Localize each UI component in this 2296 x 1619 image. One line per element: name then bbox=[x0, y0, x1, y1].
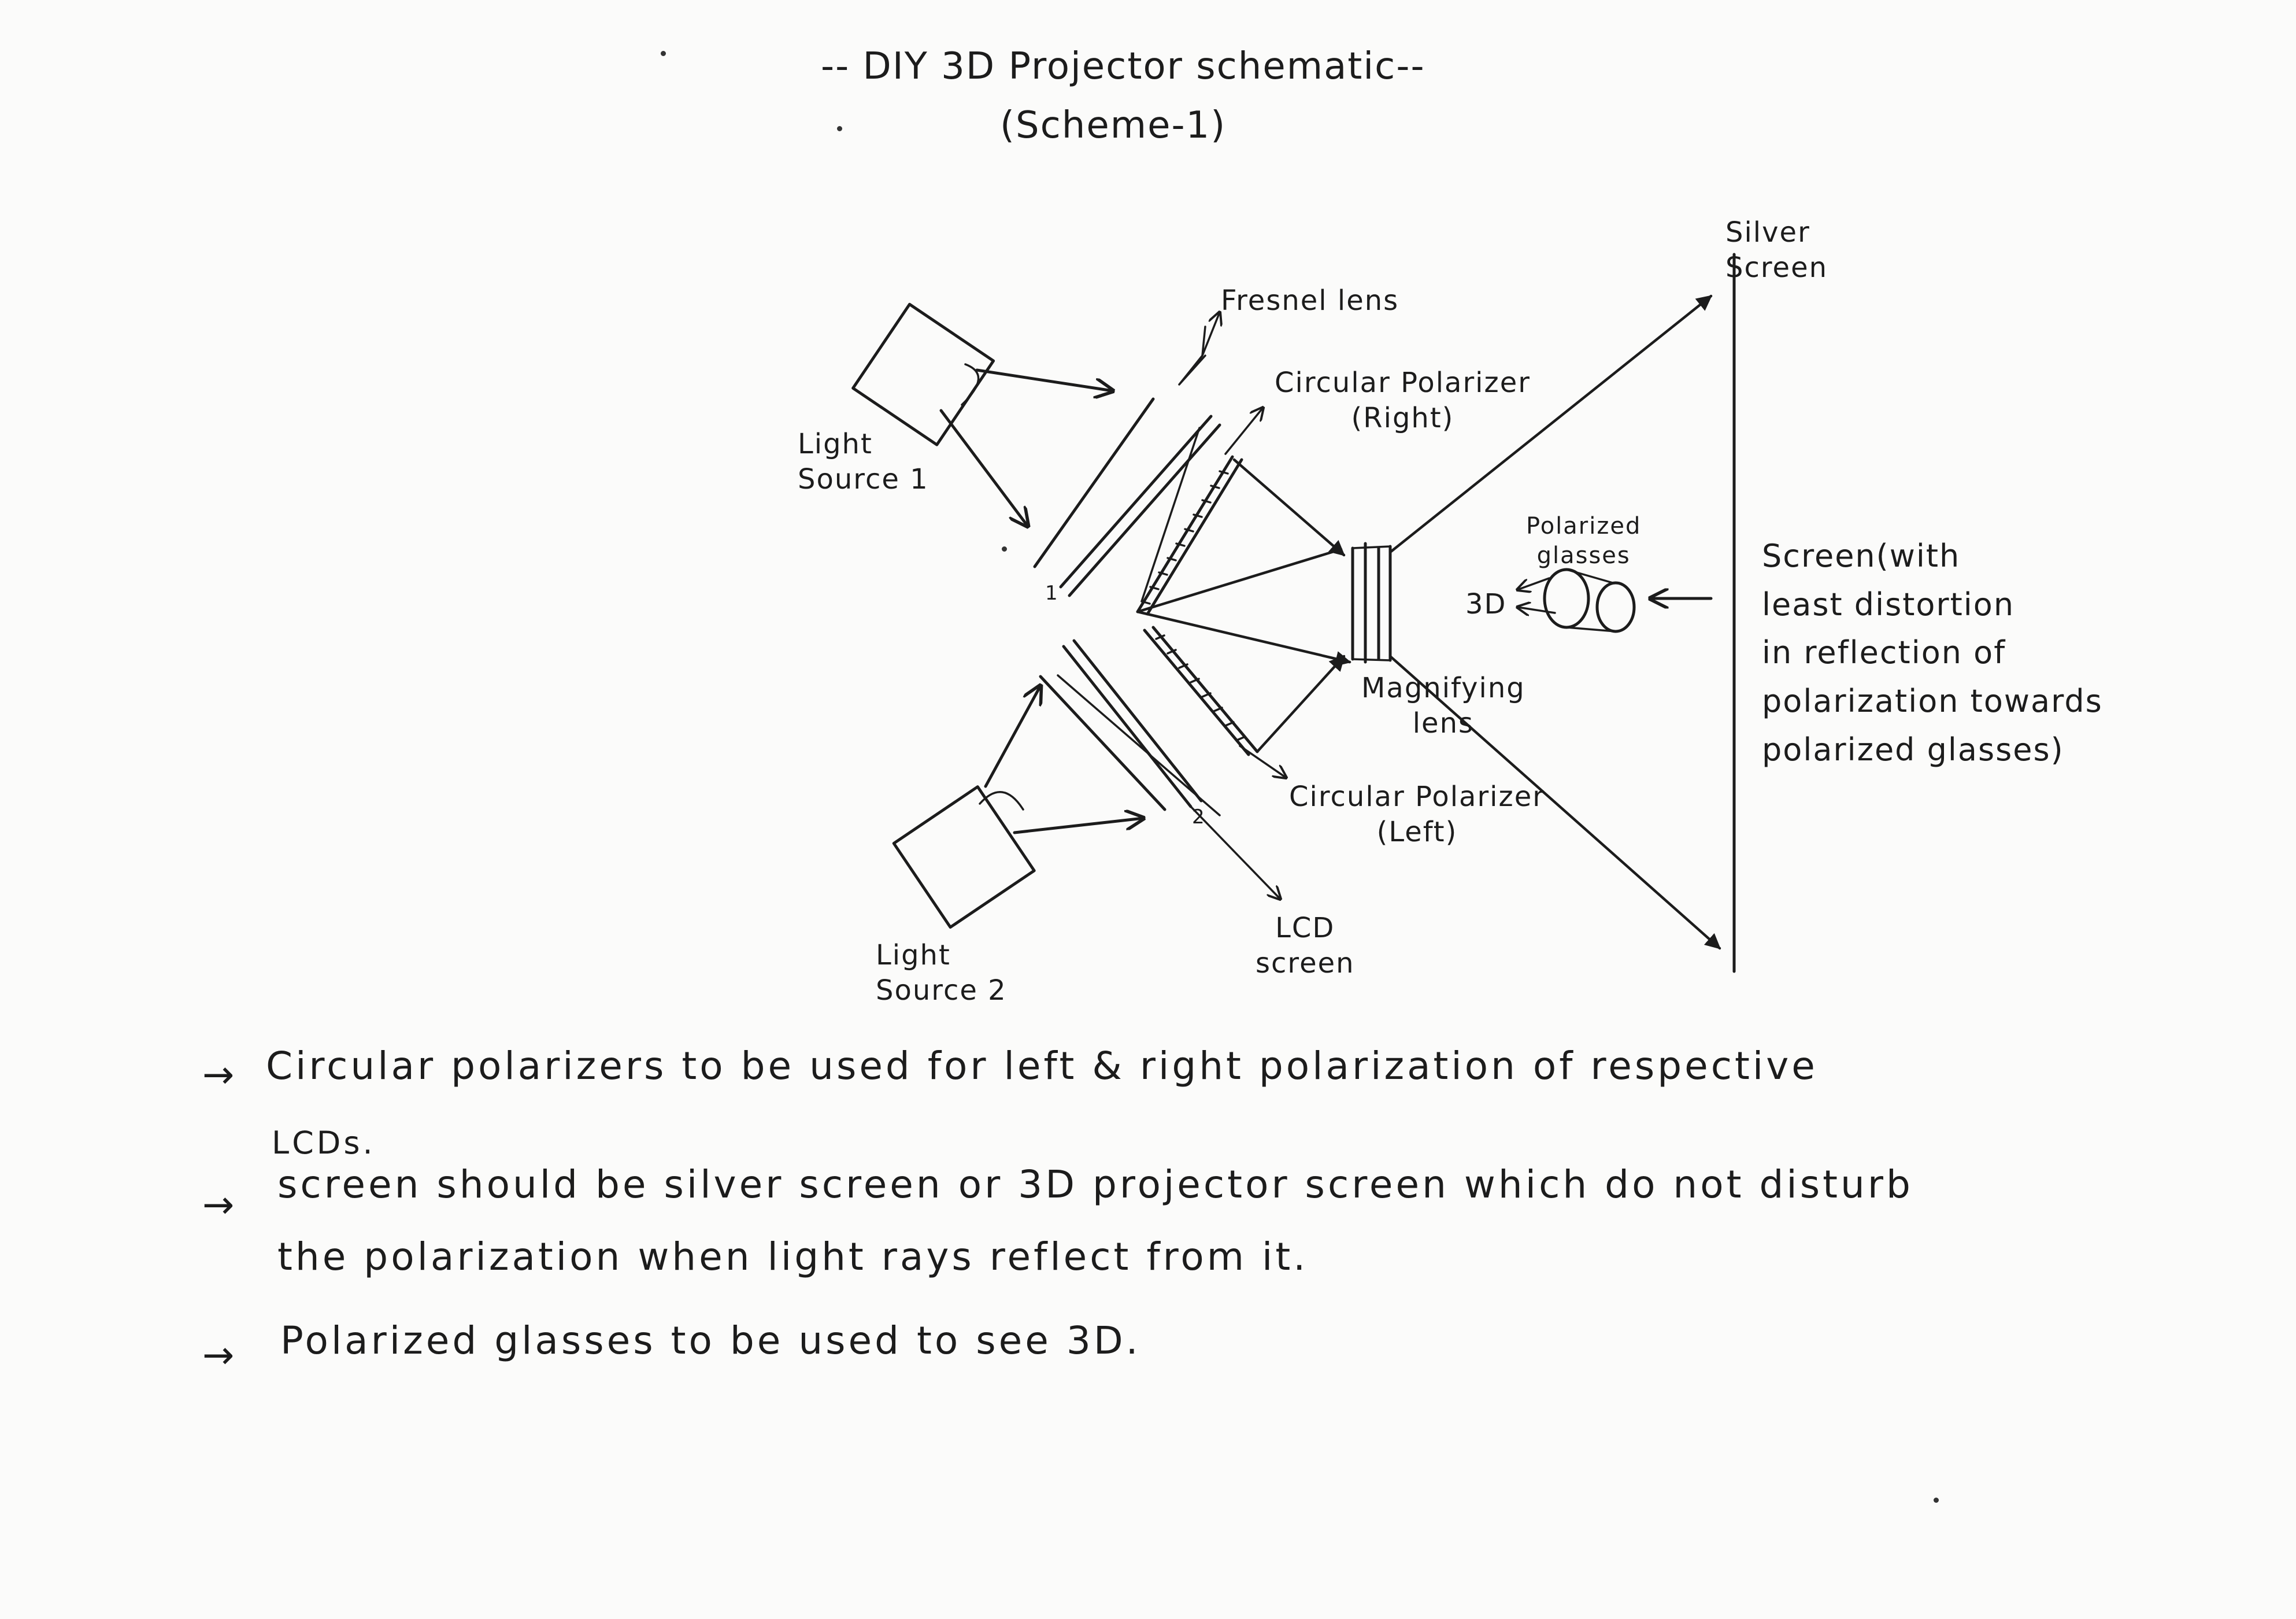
lcd-screen-2 bbox=[1062, 639, 1203, 808]
light-source-1-label: Light Source 1 bbox=[798, 428, 929, 496]
fresnel-lens-pointer bbox=[1201, 312, 1220, 357]
ray-center-to-lens bbox=[1136, 610, 1351, 667]
light-2-to-lcd-arrow bbox=[984, 686, 1040, 788]
polarizer-left-leader bbox=[1239, 745, 1286, 778]
light-1-to-lcd-arrow bbox=[939, 409, 1028, 526]
scan-speck bbox=[661, 51, 666, 56]
note-1-line-2: LCDs. bbox=[272, 1125, 376, 1161]
lcd-screen-leader bbox=[1190, 805, 1280, 899]
polarizer-right-leader bbox=[1224, 408, 1263, 455]
fresnel-right-edge bbox=[1140, 427, 1201, 602]
lcd-screen-label: LCD screen bbox=[1256, 912, 1355, 980]
light-source-2 bbox=[892, 785, 1036, 929]
lcd-2-marker: 2 bbox=[1192, 805, 1206, 829]
screen-note-label: Screen(with least distortion in reflecti… bbox=[1762, 538, 2103, 768]
page-subtitle: (Scheme-1) bbox=[1000, 104, 1227, 147]
lcd-2-right-edge bbox=[1057, 674, 1221, 816]
light-1-beam-arrow bbox=[975, 368, 1113, 391]
projection-ray-upper bbox=[1388, 294, 1713, 554]
light-source-2-label: Light Source 2 bbox=[876, 939, 1007, 1007]
note-bullet-2: → bbox=[202, 1182, 238, 1227]
fresnel-lens-label: Fresnel lens bbox=[1221, 284, 1399, 317]
note-2-line-2: the polarization when light rays reflect… bbox=[277, 1234, 1309, 1279]
fresnel-lens-leader bbox=[1178, 326, 1206, 386]
fresnel-lens-lower bbox=[1039, 675, 1166, 811]
magnifying-lens-label: Magnifying lens bbox=[1361, 672, 1525, 740]
light-source-1 bbox=[851, 302, 995, 446]
circular-polarizer-left bbox=[1143, 626, 1259, 756]
glasses-to-3d-arrow-2 bbox=[1517, 607, 1556, 613]
circular-polarizer-right-label: Circular Polarizer (Right) bbox=[1275, 367, 1531, 435]
note-1-line-1: Circular polarizers to be used for left … bbox=[266, 1044, 1818, 1088]
glasses-to-3d-arrow-1 bbox=[1517, 577, 1550, 590]
ray-left-bottom bbox=[1256, 655, 1346, 753]
note-3: Polarized glasses to be used to see 3D. bbox=[280, 1318, 1141, 1363]
circular-polarizer-right bbox=[1136, 455, 1243, 616]
polarized-glasses-label: Polarized glasses bbox=[1526, 513, 1642, 570]
silver-screen-label: Silver Screen bbox=[1725, 216, 1828, 284]
polarized-glasses-icon bbox=[1543, 568, 1636, 633]
circular-polarizer-left-label: Circular Polarizer (Left) bbox=[1289, 781, 1545, 849]
lcd-screen-1 bbox=[1059, 415, 1221, 597]
scan-speck bbox=[837, 126, 842, 131]
lcd-1-marker: 1 bbox=[1045, 582, 1059, 605]
ray-right-top bbox=[1232, 458, 1346, 557]
note-bullet-1: → bbox=[202, 1052, 238, 1097]
scan-speck bbox=[1934, 1498, 1939, 1503]
magnifying-lens bbox=[1351, 542, 1392, 664]
scan-speck bbox=[1002, 546, 1007, 552]
3d-output-label: 3D bbox=[1465, 588, 1507, 620]
light-2-beam-arrow bbox=[1013, 818, 1143, 834]
fresnel-lens-upper bbox=[1033, 397, 1155, 568]
projection-ray-lower bbox=[1388, 655, 1721, 950]
note-2-line-1: screen should be silver screen or 3D pro… bbox=[277, 1162, 1913, 1207]
note-bullet-3: → bbox=[202, 1333, 238, 1377]
page-title: -- DIY 3D Projector schematic-- bbox=[821, 45, 1425, 88]
ray-right-bottom bbox=[1136, 548, 1343, 613]
